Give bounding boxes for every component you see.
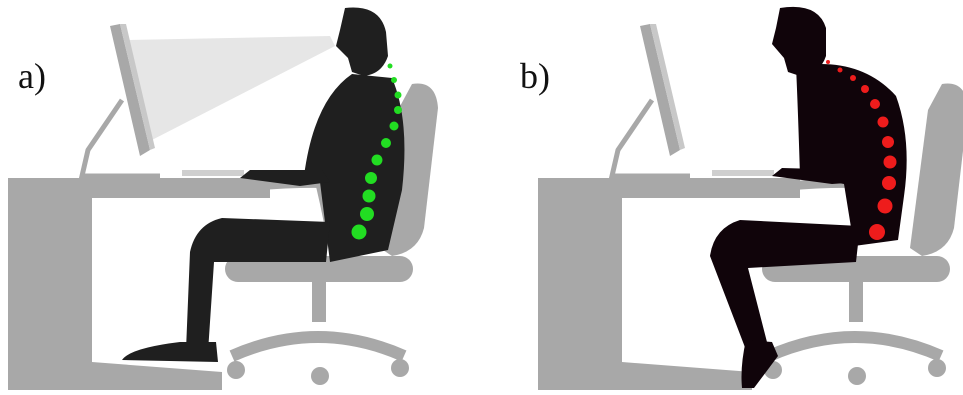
spine-vertebrae [351, 63, 402, 240]
person-silhouette [710, 6, 907, 388]
panel-correct-posture: a) [0, 0, 470, 395]
vertebra [362, 189, 376, 203]
vertebra [837, 67, 843, 73]
vertebra [870, 99, 880, 109]
vertebra [365, 172, 377, 184]
vertebra [877, 116, 889, 128]
vertebra [882, 136, 894, 148]
monitor [78, 24, 160, 179]
vertebra [883, 155, 897, 169]
posture-illustration-a [8, 7, 438, 390]
office-chair [225, 83, 438, 385]
panel-incorrect-posture: b) [500, 0, 963, 395]
monitor [608, 24, 690, 179]
vertebra [381, 138, 391, 148]
desk [8, 178, 270, 390]
person-silhouette [122, 7, 405, 362]
keyboard [712, 170, 774, 176]
vertebra [391, 77, 397, 83]
vertebra [826, 60, 830, 64]
vertebra [877, 198, 893, 214]
desk [538, 178, 800, 390]
vertebra [371, 154, 383, 166]
vertebra [394, 91, 402, 99]
spine-vertebrae [826, 60, 897, 240]
panel-label-b: b) [520, 56, 550, 96]
vertebra [861, 85, 869, 93]
panel-label-a: a) [18, 56, 46, 96]
vertebra [360, 207, 374, 221]
vertebra [869, 224, 885, 240]
office-chair [762, 83, 963, 385]
vertebra [387, 63, 393, 69]
keyboard [182, 170, 244, 176]
posture-illustration-b [538, 6, 963, 390]
vertebra [882, 176, 896, 190]
sightline-cone [128, 36, 335, 142]
vertebra [850, 75, 856, 81]
vertebra [351, 224, 367, 240]
vertebra [389, 121, 399, 131]
vertebra [394, 106, 402, 114]
